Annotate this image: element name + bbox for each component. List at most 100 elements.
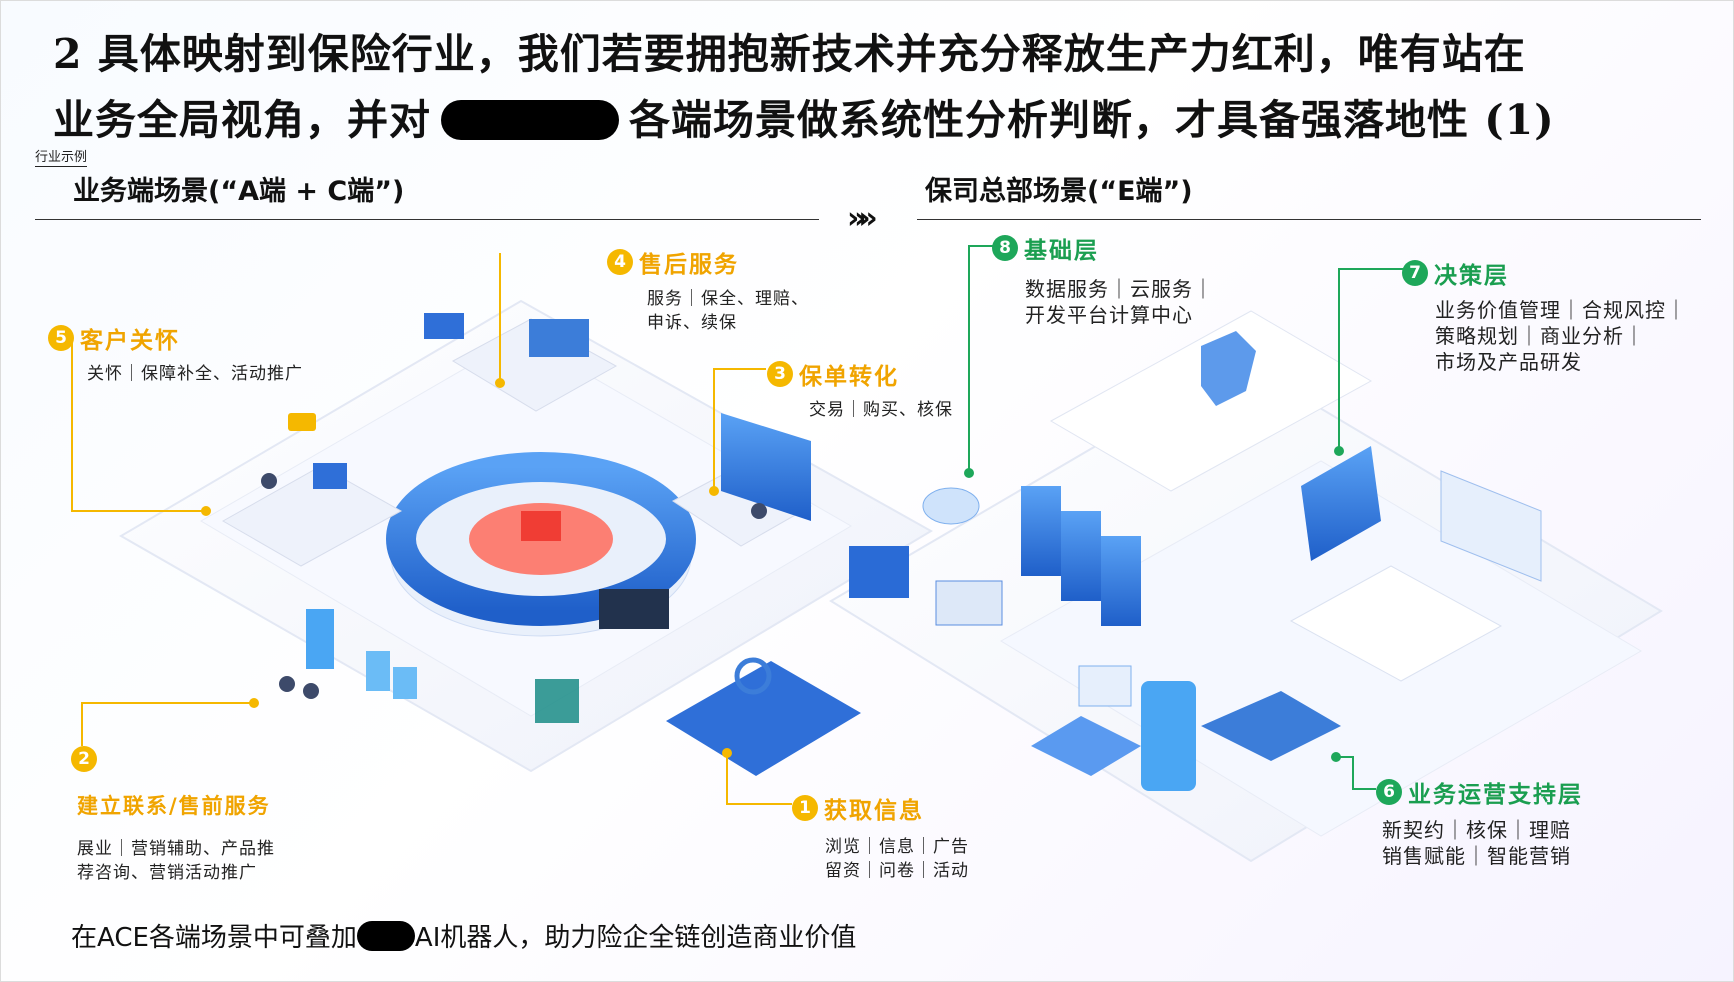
ring-band	[386, 452, 696, 626]
desc-line: 荐咨询、营销活动推广	[77, 863, 257, 883]
callout-line-5	[71, 334, 206, 512]
node-number: 3	[767, 361, 793, 387]
ring-core-cube	[521, 511, 561, 541]
presales-person-1	[279, 676, 295, 692]
phone-platform	[666, 661, 861, 776]
cloud-icon	[922, 487, 980, 525]
node-presales-title-wrap: 建立联系/售前服务	[77, 790, 271, 820]
node-title: 售后服务	[639, 252, 739, 278]
desc-line: 交易｜购买、核保	[809, 400, 953, 420]
redaction-bar	[356, 921, 415, 951]
callout-line-7	[1338, 268, 1404, 451]
server-rack-3	[1101, 536, 1141, 626]
desc-line: 关怀｜保障补全、活动推广	[87, 364, 303, 384]
node-title: 决策层	[1434, 263, 1509, 289]
node-title: 客户关怀	[80, 328, 180, 354]
callout-dot-4	[495, 378, 505, 388]
desc-line: 策略规划｜商业分析｜	[1435, 324, 1645, 348]
node-title: 业务运营支持层	[1408, 782, 1583, 808]
server-rack-group	[1021, 486, 1141, 626]
page-title: 2 具体映射到保险行业，我们若要拥抱新技术并充分释放生产力红利，唯有站在 业务全…	[53, 21, 1693, 153]
magnifier-icon	[734, 657, 772, 695]
node-after-sales-desc: 服务｜保全、理赔、 申诉、续保	[647, 287, 809, 335]
right-platform-inner	[1000, 460, 1642, 837]
desc-line: 业务价值管理｜合规风控｜	[1435, 298, 1687, 322]
business-section-divider	[35, 219, 819, 220]
node-title: 建立联系/售前服务	[77, 794, 271, 818]
care-desk	[221, 465, 403, 567]
desc-line: 市场及产品研发	[1435, 350, 1582, 374]
ops-phone	[1141, 681, 1196, 791]
node-number: 6	[1376, 779, 1402, 805]
care-monitor	[313, 463, 347, 489]
node-number: 1	[792, 795, 818, 821]
node-decision-desc: 业务价值管理｜合规风控｜ 策略规划｜商业分析｜ 市场及产品研发	[1435, 297, 1687, 375]
callout-dot-8	[964, 468, 974, 478]
business-section-title: 业务端场景(“A端 + C端”)	[73, 176, 405, 207]
care-person	[261, 473, 277, 489]
node-title: 基础层	[1024, 238, 1099, 264]
industry-example-tag: 行业示例	[35, 146, 88, 167]
bottom-statement-start: 在ACE各端场景中可叠加	[71, 923, 357, 953]
ops-block-1	[1031, 716, 1141, 776]
decision-board-left	[1301, 446, 1381, 561]
headquarters-section-divider	[917, 219, 1701, 220]
meeting-board-right	[529, 319, 589, 357]
decision-platform	[1049, 310, 1373, 492]
shield-icon	[1201, 331, 1256, 406]
title-line-1: 2 具体映射到保险行业，我们若要拥抱新技术并充分释放生产力红利，唯有站在	[53, 30, 1526, 78]
node-number: 8	[992, 235, 1018, 261]
conversion-board	[721, 413, 811, 521]
bar-cube-3	[393, 667, 417, 699]
desc-line: 展业｜营销辅助、产品推	[77, 839, 275, 859]
title-line-2-start: 业务全局视角，并对	[53, 96, 431, 144]
callout-dot-7	[1334, 446, 1344, 456]
warning-cube	[535, 679, 579, 723]
node-infrastructure-desc: 数据服务｜云服务｜ 开发平台计算中心	[1025, 276, 1214, 328]
meeting-board-left	[424, 313, 464, 339]
node-operations-desc: 新契约｜核保｜理赔 销售赋能｜智能营销	[1382, 817, 1571, 869]
node-presales-desc: 展业｜营销辅助、产品推 荐咨询、营销活动推广	[77, 837, 275, 885]
redaction-bar	[441, 100, 619, 140]
desc-line: 服务｜保全、理赔、	[647, 289, 809, 309]
callout-line-1	[726, 753, 792, 805]
meeting-platform	[451, 318, 618, 412]
desc-line: 销售赋能｜智能营销	[1382, 844, 1571, 868]
laptop-icon	[935, 580, 1003, 626]
callout-line-2	[81, 702, 254, 746]
bar-cube-2	[366, 651, 390, 691]
data-box	[849, 546, 909, 598]
node-number: 7	[1402, 260, 1428, 286]
callout-dot-3	[709, 486, 719, 496]
chat-bubble-icon	[288, 413, 316, 431]
node-customer-care-desc: 关怀｜保障补全、活动推广	[87, 362, 303, 386]
desc-line: 新契约｜核保｜理赔	[1382, 818, 1571, 842]
desc-line: 申诉、续保	[647, 313, 737, 333]
node-title: 获取信息	[824, 798, 924, 824]
decision-table	[1289, 565, 1503, 682]
server-rack-2	[1061, 511, 1101, 601]
desc-line: 留资｜问卷｜活动	[825, 861, 969, 881]
node-title: 保单转化	[799, 364, 899, 390]
desc-line: 数据服务｜云服务｜	[1025, 277, 1214, 301]
bar-cube-1	[306, 609, 334, 669]
callout-line-6	[1336, 756, 1376, 790]
node-number: 2	[71, 746, 97, 772]
ops-block-2	[1201, 691, 1341, 761]
desc-line: 浏览｜信息｜广告	[825, 837, 969, 857]
node-number: 4	[607, 249, 633, 275]
title-line-2-end: 各端场景做系统性分析判断，才具备强落地性 (1)	[629, 96, 1555, 144]
desc-line: 开发平台计算中心	[1025, 303, 1193, 327]
callout-dot-6	[1331, 752, 1341, 762]
callout-dot-5	[201, 506, 211, 516]
callout-dot-2	[249, 698, 259, 708]
